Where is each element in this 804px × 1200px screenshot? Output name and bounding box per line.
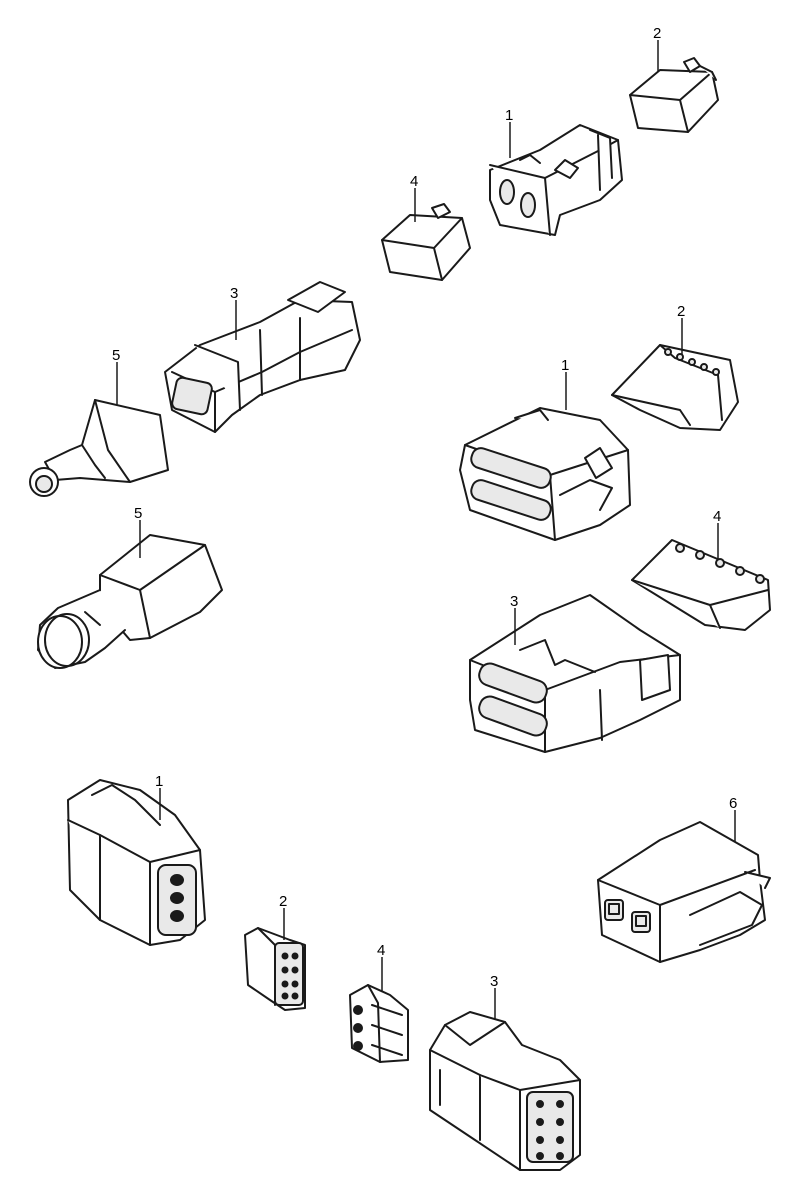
connector-plug-2way — [164, 281, 361, 433]
connector-boot-upper — [29, 399, 169, 497]
connector-latch-2way — [597, 821, 771, 963]
wedge-lock-12way — [611, 344, 739, 431]
callout-g2-4: 4 — [713, 508, 721, 525]
connector-receptacle-8way — [67, 779, 206, 946]
callout-g1-5b: 5 — [134, 505, 142, 522]
callout-g2-3: 3 — [510, 593, 518, 610]
wedge-lock-8way-small — [349, 984, 409, 1063]
callout-g2-2: 2 — [677, 303, 685, 320]
connector-receptacle-12way — [459, 407, 631, 541]
callout-g3-4: 4 — [377, 942, 385, 959]
callout-g3-6: 6 — [729, 795, 737, 812]
connector-seal-cap-top — [629, 57, 719, 133]
wedge-lock-8way — [244, 927, 306, 1011]
callout-g1-3: 3 — [230, 285, 238, 302]
wedge-lock-12way-mid — [631, 539, 771, 631]
callout-g1-2: 2 — [653, 25, 661, 42]
callout-g3-3: 3 — [490, 973, 498, 990]
callout-g2-1: 1 — [561, 357, 569, 374]
callout-g1-1: 1 — [505, 107, 513, 124]
callout-g3-2: 2 — [279, 893, 287, 910]
callout-g1-4: 4 — [410, 173, 418, 190]
connector-receptacle-2way — [489, 124, 623, 236]
connector-boot-lower — [37, 534, 223, 669]
callout-layer: 2 1 4 3 5 5 2 1 4 3 1 6 2 4 3 — [112, 25, 737, 1020]
callout-g3-1: 1 — [155, 773, 163, 790]
connector-plug-8way — [429, 1011, 581, 1171]
connector-plug-12way — [469, 594, 681, 753]
connector-wedge-lock-small — [381, 203, 471, 281]
callout-g1-5a: 5 — [112, 347, 120, 364]
